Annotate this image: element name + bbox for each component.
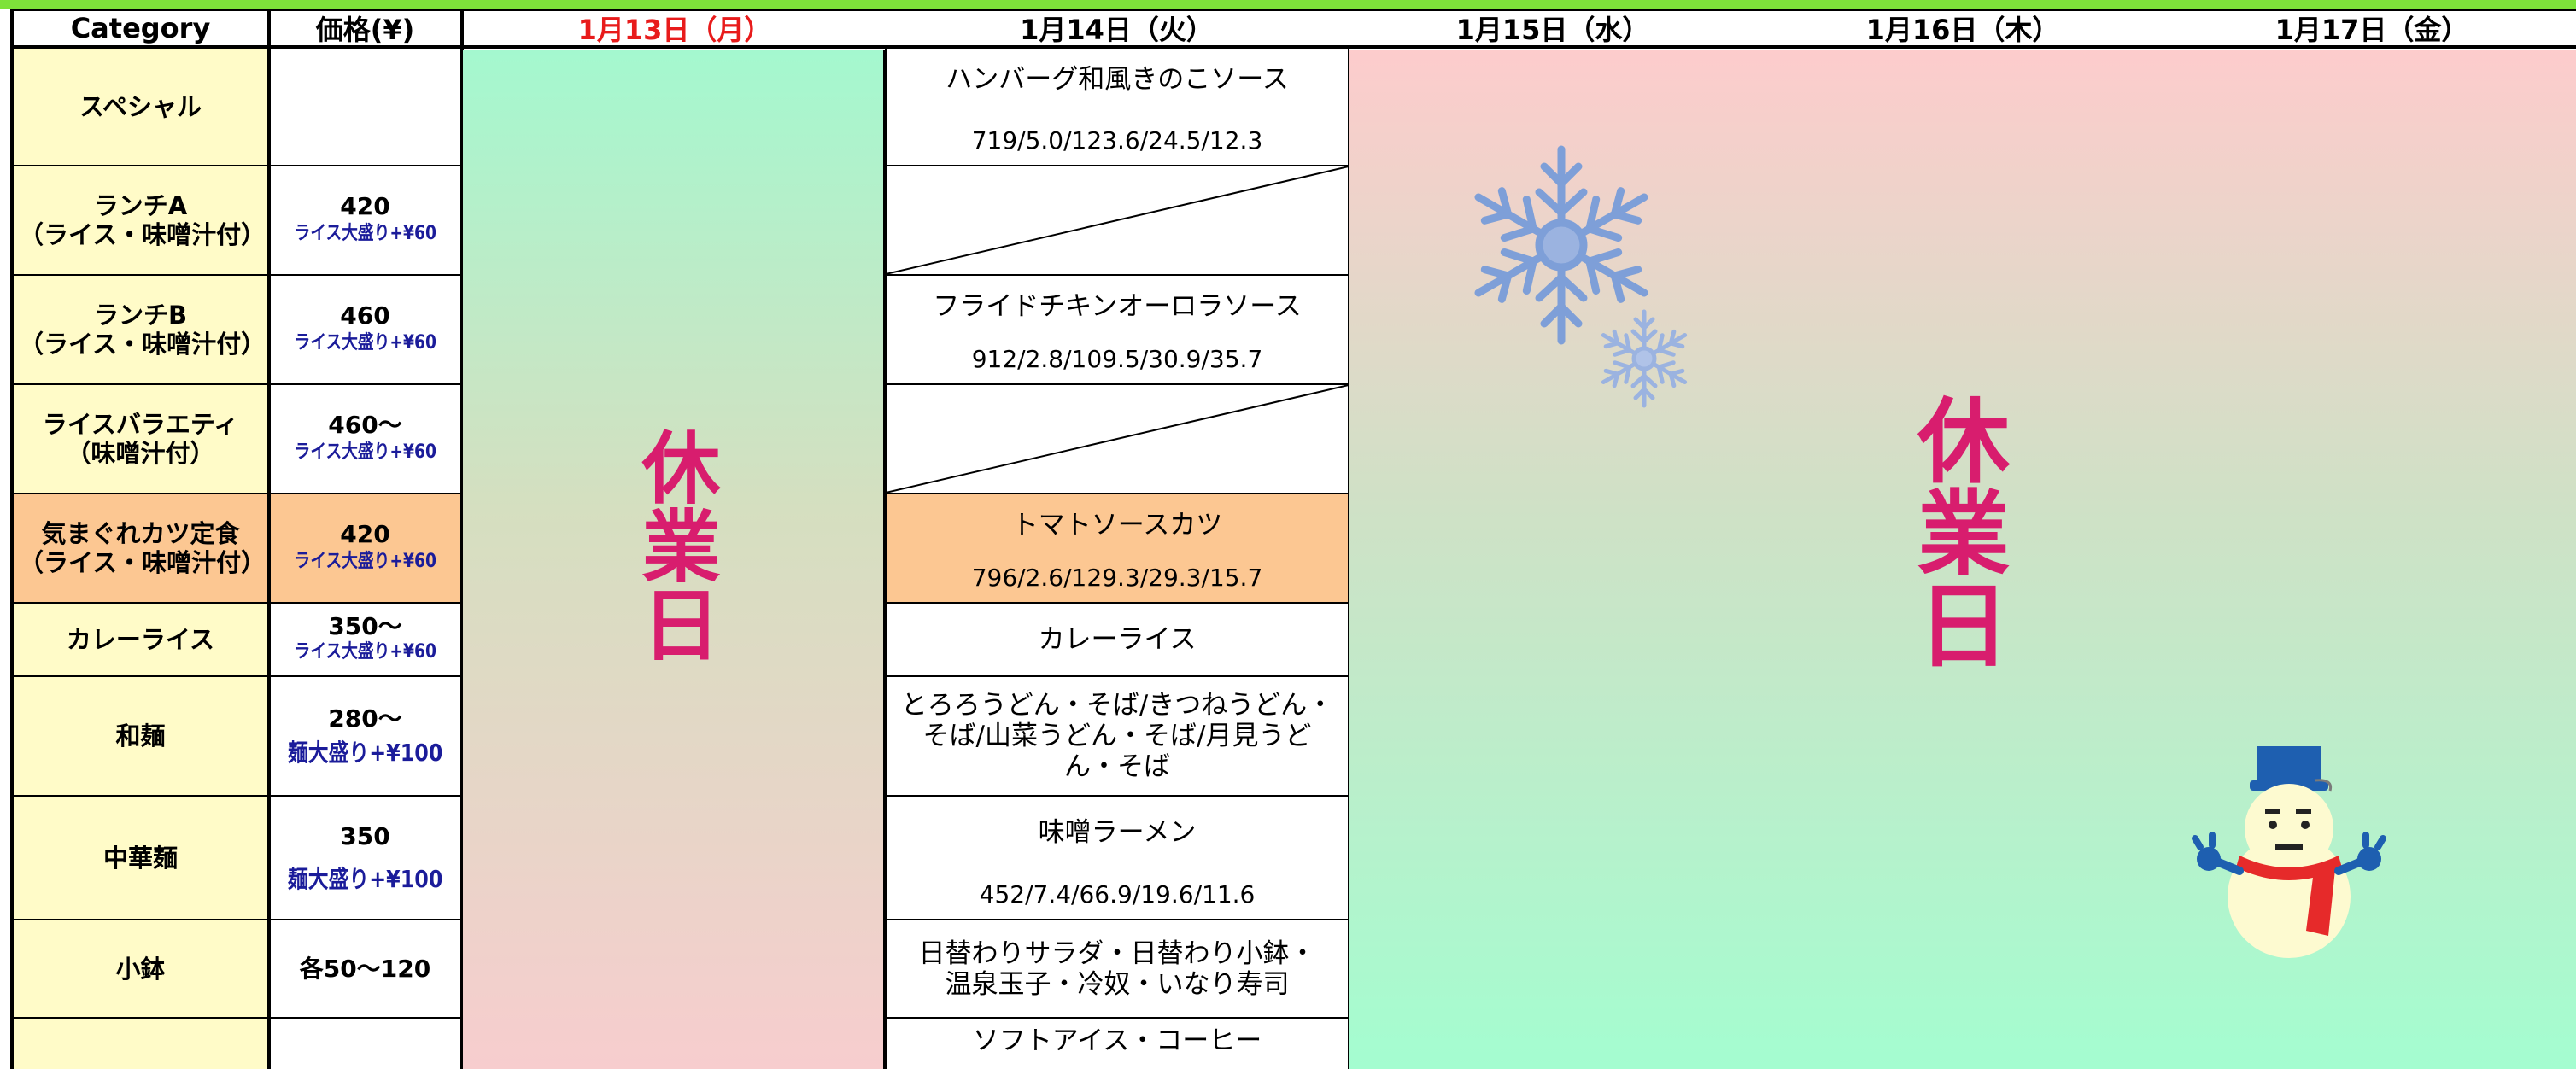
category-lunch-b-text: ランチB （ライス・味噌汁付） [19, 301, 266, 359]
category-curry-text: カレーライス [66, 625, 215, 654]
price-rice-variety: 460～ライス大盛り+¥60 [271, 385, 460, 494]
closed-column-wed-fri [1348, 50, 2576, 1069]
menu-chinese-noodles: 味噌ラーメン 452/7.4/66.9/19.6/11.6 [885, 797, 1349, 920]
price-rice-variety-note: ライス大盛り+¥60 [294, 441, 436, 463]
price-side-dish: 各50～120 [271, 920, 460, 1019]
price-rice-variety-text: 460～ [328, 411, 402, 439]
closed-label-thu-text: 休業日 [1902, 393, 2010, 669]
menu-dessert-name: ソフトアイス・コーヒー [972, 1025, 1262, 1056]
price-lunch-b-note: ライス大盛り+¥60 [294, 332, 436, 353]
menu-lunch-b-name: フライドチキンオーロラソース [933, 291, 1302, 322]
closed-column-mon [463, 50, 885, 1069]
header-bottom-border [10, 45, 2576, 49]
category-rice-variety-text: ライスバラエティ （味噌汁付） [42, 410, 239, 468]
category-lunch-b: ランチB （ライス・味噌汁付） [14, 276, 267, 385]
menu-lunch-b: フライドチキンオーロラソース 912/2.8/109.5/30.9/35.7 [885, 276, 1349, 385]
price-curry-text: 350～ [328, 612, 402, 640]
menu-side-dish: 日替わりサラダ・日替わり小鉢・ 温泉玉子・冷奴・いなり寿司 [885, 920, 1349, 1019]
category-lunch-a-text: ランチA （ライス・味噌汁付） [19, 191, 266, 249]
header-day-tue: 1月14日（火） [1020, 14, 1214, 46]
category-lunch-a: ランチA （ライス・味噌汁付） [14, 166, 267, 276]
menu-special: ハンバーグ和風きのこソース 719/5.0/123.6/24.5/12.3 [885, 49, 1349, 166]
menu-curry-name: カレーライス [1038, 624, 1197, 655]
category-divider [267, 9, 271, 1069]
category-katsu-text: 気まぐれカツ定食 （ライス・味噌汁付） [19, 519, 266, 577]
category-chinese-noodles-text: 中華麺 [102, 843, 178, 873]
snowflake-icon [1465, 145, 1661, 354]
price-lunch-a-text: 420 [340, 192, 390, 220]
category-katsu: 気まぐれカツ定食 （ライス・味噌汁付） [14, 494, 267, 604]
header-day-wed: 1月15日（水） [1455, 14, 1650, 46]
price-curry-note: ライス大盛り+¥60 [294, 641, 436, 663]
menu-special-name: ハンバーグ和風きのこソース [946, 64, 1289, 95]
category-japanese-noodles-text: 和麺 [115, 721, 166, 751]
top-border [10, 9, 2576, 11]
price-dessert [271, 1019, 460, 1069]
diagonal-slash [886, 166, 1349, 274]
price-japanese-noodles-text: 280～ [328, 704, 402, 733]
price-side-dish-text: 各50～120 [299, 954, 431, 983]
menu-katsu-name: トマトソースカツ [1011, 510, 1223, 540]
category-side-dish: 小鉢 [14, 920, 267, 1019]
category-dessert [14, 1019, 267, 1069]
price-curry: 350～ライス大盛り+¥60 [271, 604, 460, 677]
menu-chinese-noodles-nutrition: 452/7.4/66.9/19.6/11.6 [979, 880, 1256, 908]
closed-label-thu: 休業日 [1900, 393, 2011, 691]
price-katsu: 420 ライス大盛り+¥60 [271, 494, 460, 604]
menu-rice-variety-empty [885, 385, 1349, 494]
closed-label-mon: 休業日 [628, 427, 722, 681]
menu-japanese-noodles: とろろうどん・そば/きつねうどん・そば/山菜うどん・そば/月見うどん・そば [885, 677, 1349, 797]
menu-japanese-noodles-name: とろろうどん・そば/きつねうどん・そば/山菜うどん・そば/月見うどん・そば [900, 690, 1334, 782]
top-accent-bar [0, 0, 2576, 9]
header-day-fri: 1月17日（金） [2274, 14, 2469, 46]
price-japanese-noodles: 280～ 麺大盛り+¥100 [271, 677, 460, 797]
closed-label-mon-text: 休業日 [629, 427, 721, 663]
left-border [10, 9, 14, 1069]
menu-lunch-a-empty [885, 166, 1349, 276]
snowflake-small-icon [1597, 309, 1691, 410]
header-category: Category [70, 12, 211, 44]
category-rice-variety: ライスバラエティ （味噌汁付） [14, 385, 267, 494]
menu-chinese-noodles-name: 味噌ラーメン [1038, 817, 1197, 848]
menu-dessert: ソフトアイス・コーヒー [885, 1019, 1349, 1069]
header-day-thu: 1月16日（木） [1865, 14, 2060, 46]
category-special-text: スペシャル [79, 92, 202, 121]
price-katsu-note: ライス大盛り+¥60 [294, 551, 436, 572]
price-japanese-noodles-note: 麺大盛り+¥100 [287, 739, 443, 767]
category-japanese-noodles: 和麺 [14, 677, 267, 797]
category-side-dish-text: 小鉢 [115, 954, 166, 984]
category-special: スペシャル [14, 49, 267, 166]
diagonal-slash [886, 385, 1349, 493]
price-lunch-a-note: ライス大盛り+¥60 [294, 223, 436, 244]
menu-katsu: トマトソースカツ 796/2.6/129.3/29.3/15.7 [885, 494, 1349, 604]
menu-side-dish-name: 日替わりサラダ・日替わり小鉢・ 温泉玉子・冷奴・いなり寿司 [918, 938, 1316, 1000]
snowman-icon [2192, 746, 2386, 958]
category-curry: カレーライス [14, 604, 267, 677]
price-lunch-b-text: 460 [340, 301, 390, 330]
price-chinese-noodles: 350 麺大盛り+¥100 [271, 797, 460, 920]
price-katsu-text: 420 [340, 520, 390, 548]
price-chinese-noodles-text: 350 [340, 821, 390, 850]
menu-special-nutrition: 719/5.0/123.6/24.5/12.3 [971, 126, 1263, 155]
price-divider [460, 9, 464, 1069]
menu-katsu-nutrition: 796/2.6/129.3/29.3/15.7 [971, 564, 1263, 592]
header-price: 価格(¥) [315, 14, 415, 46]
header-day-mon: 1月13日（月） [577, 14, 772, 46]
category-chinese-noodles: 中華麺 [14, 797, 267, 920]
menu-curry: カレーライス [885, 604, 1349, 677]
price-chinese-noodles-note: 麺大盛り+¥100 [287, 864, 443, 893]
price-special [271, 49, 460, 166]
price-lunch-a: 420 ライス大盛り+¥60 [271, 166, 460, 276]
menu-lunch-b-nutrition: 912/2.8/109.5/30.9/35.7 [971, 345, 1263, 373]
